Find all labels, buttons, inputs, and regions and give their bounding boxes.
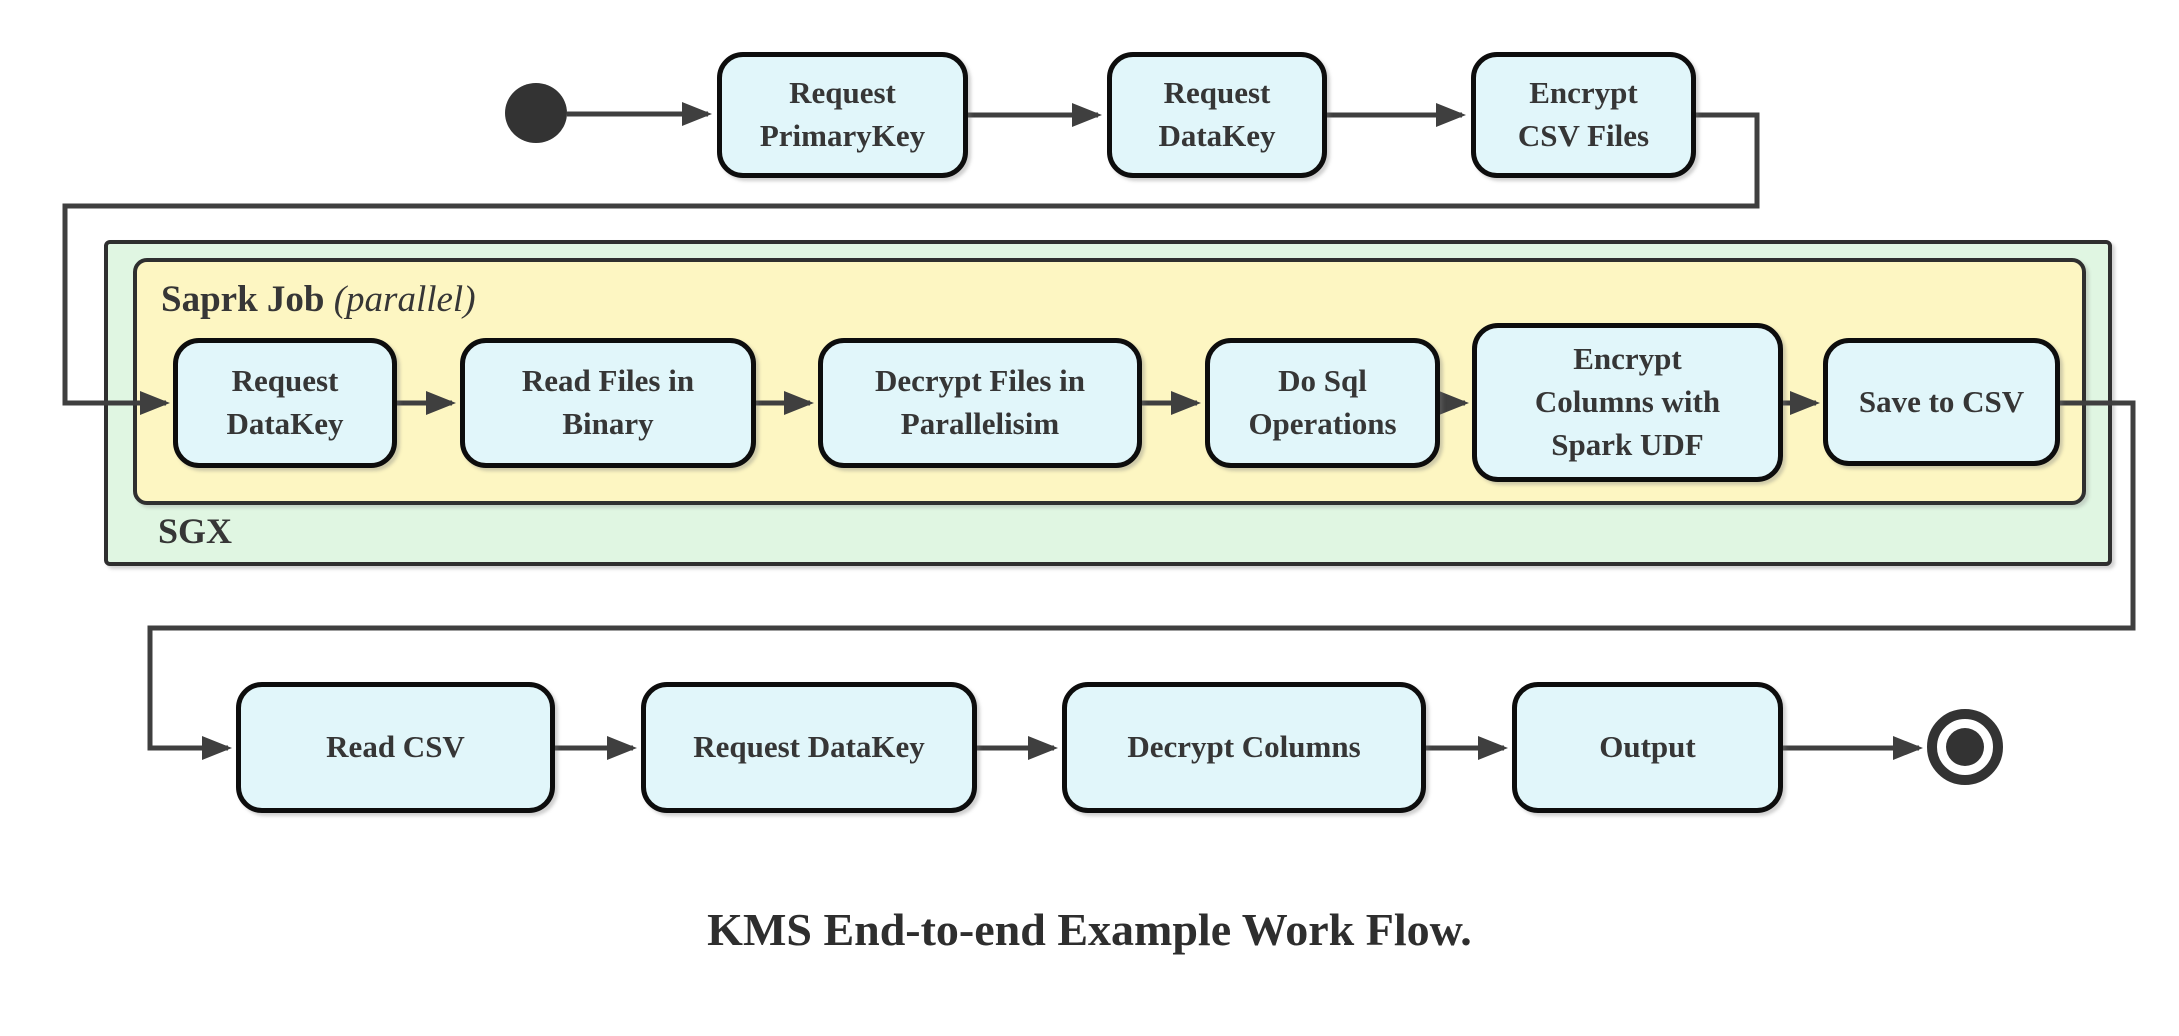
- node-output: Output: [1512, 682, 1783, 813]
- edge-encrypt-csv-to-sgx-request-datakey: [62, 112, 1760, 415]
- node-save-to-csv: Save to CSV: [1823, 338, 2060, 466]
- spark-job-qualifier: (parallel): [333, 279, 476, 320]
- edge-save-csv-to-read-csv: [147, 400, 2136, 760]
- node-encrypt-columns-with-spark-udf: Encrypt Columns with Spark UDF: [1472, 323, 1783, 482]
- node-request-datakey-bottom: Request DataKey: [641, 682, 977, 813]
- node-read-files-in-binary: Read Files in Binary: [460, 338, 756, 468]
- node-decrypt-files-in-parallelisim: Decrypt Files in Parallelisim: [818, 338, 1142, 468]
- node-request-primarykey: Request PrimaryKey: [717, 52, 968, 178]
- node-decrypt-columns: Decrypt Columns: [1062, 682, 1426, 813]
- start-node: [505, 83, 567, 143]
- end-node-dot: [1946, 728, 1984, 766]
- node-request-datakey-sgx: Request DataKey: [173, 338, 397, 468]
- node-do-sql-operations: Do Sql Operations: [1205, 338, 1440, 468]
- diagram-caption: KMS End-to-end Example Work Flow.: [707, 904, 1472, 955]
- spark-job-title: Saprk Job: [161, 279, 325, 320]
- spark-job-label: Saprk Job (parallel): [161, 278, 476, 321]
- node-request-datakey-top: Request DataKey: [1107, 52, 1327, 178]
- sgx-label: SGX: [158, 511, 233, 551]
- node-encrypt-csv-files: Encrypt CSV Files: [1471, 52, 1696, 178]
- node-read-csv: Read CSV: [236, 682, 555, 813]
